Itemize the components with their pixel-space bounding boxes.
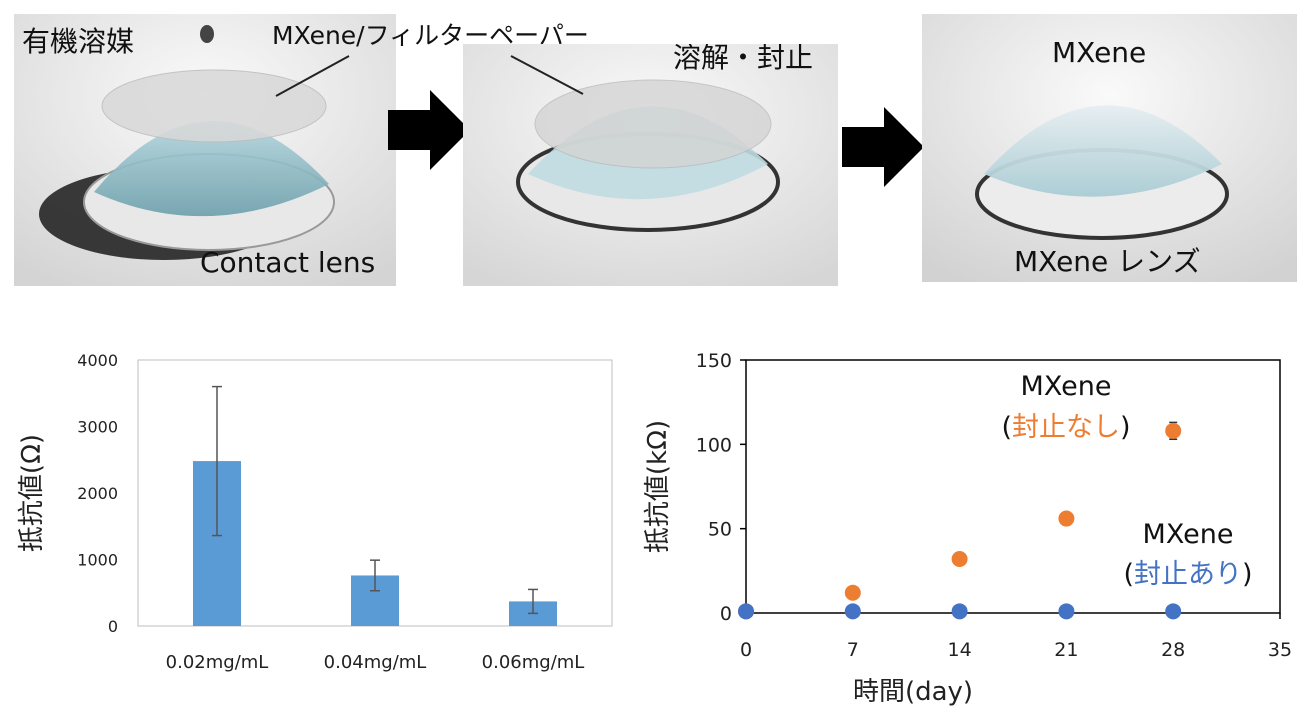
plot-area (745, 359, 1281, 614)
bar (509, 601, 557, 626)
x-tick-label: 7 (847, 639, 859, 661)
data-point (951, 551, 968, 568)
data-point (1058, 510, 1075, 527)
bar (193, 461, 241, 626)
lens-with-filter-illustration (14, 14, 396, 286)
concentration-bar-chart: 0 1000 2000 3000 4000 0.02mg/mL 0.04mg/mL 0.06m… (17, 351, 613, 673)
process-label: 溶解・封止 (673, 44, 814, 74)
data-point (1165, 603, 1182, 620)
y-axis-label: 抵抗値(kΩ) (643, 420, 673, 553)
data-point (738, 603, 754, 620)
time-scatter-chart: 0 50 100 150 0 7 14 21 28 35 MXene (封止なし) MXene (封止あり… (643, 350, 1292, 707)
bar (351, 575, 399, 626)
step2-panel: 溶解・封止 (463, 44, 838, 286)
data-point (738, 603, 754, 620)
plot-area (137, 359, 613, 627)
y-tick-label: 50 (708, 519, 732, 541)
series-label-subtitle: (封止なし) (1001, 412, 1130, 443)
data-point (844, 603, 861, 620)
y-tick-label: 1000 (77, 551, 118, 570)
y-tick-label: 4000 (77, 351, 118, 370)
data-point (1165, 422, 1182, 439)
x-tick-label: 28 (1161, 639, 1185, 661)
y-tick-label: 150 (696, 350, 732, 372)
series-label-title: MXene (1143, 519, 1234, 550)
y-tick-label: 3000 (77, 418, 118, 437)
x-tick-label: 0.02mg/mL (166, 652, 269, 673)
arrow-right-icon (388, 90, 470, 170)
x-tick-label: 0 (740, 639, 752, 661)
y-tick-label: 100 (696, 434, 732, 456)
data-point (1058, 603, 1075, 620)
series-label-subtitle: (封止あり) (1123, 559, 1252, 590)
x-tick-label: 35 (1268, 639, 1292, 661)
data-point (844, 584, 861, 601)
mxene-lens-label: MXene レンズ (1014, 245, 1201, 278)
x-axis-label: 時間(day) (853, 677, 973, 707)
y-tick-label: 2000 (77, 484, 118, 503)
x-tick-label: 0.06mg/mL (482, 652, 585, 673)
y-axis-label: 抵抗値(Ω) (17, 434, 47, 552)
x-tick-label: 14 (948, 639, 972, 661)
x-tick-label: 21 (1054, 639, 1078, 661)
arrow-right-icon (842, 107, 924, 187)
mxene-label: MXene (1052, 36, 1147, 69)
lens-label: Contact lens (200, 246, 376, 279)
x-tick-label: 0.04mg/mL (324, 652, 427, 673)
step1-panel: 有機溶媒 Contact lens (14, 14, 396, 286)
step3-panel: MXene MXene レンズ (922, 14, 1297, 282)
series-label-title: MXene (1021, 371, 1112, 402)
sealing-illustration (463, 44, 838, 286)
y-tick-label: 0 (720, 603, 732, 625)
data-point (951, 603, 968, 620)
mxene-lens-illustration (922, 14, 1297, 282)
y-tick-label: 0 (108, 617, 118, 636)
solvent-label: 有機溶媒 (22, 25, 135, 58)
